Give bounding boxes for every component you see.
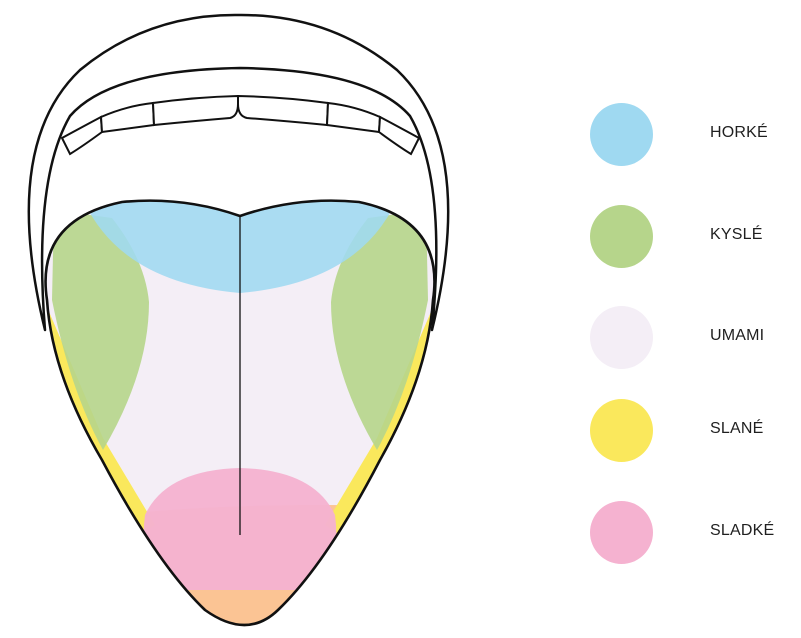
umami-label: UMAMI bbox=[710, 326, 764, 346]
sweet-label: SLADKÉ bbox=[710, 521, 774, 541]
bitter-swatch bbox=[590, 103, 653, 166]
bitter-label: HORKÉ bbox=[710, 123, 768, 143]
taste-legend: HORKÉ KYSLÉ UMAMI SLANÉ SLADKÉ bbox=[590, 103, 795, 573]
sour-label: KYSLÉ bbox=[710, 225, 763, 245]
legend-item-sour: KYSLÉ bbox=[590, 205, 795, 275]
teeth bbox=[62, 96, 419, 154]
salty-swatch bbox=[590, 399, 653, 462]
salty-label: SLANÉ bbox=[710, 419, 763, 439]
legend-item-sweet: SLADKÉ bbox=[590, 501, 795, 571]
legend-item-umami: UMAMI bbox=[590, 306, 795, 376]
umami-swatch bbox=[590, 306, 653, 369]
legend-item-bitter: HORKÉ bbox=[590, 103, 795, 173]
legend-item-salty: SLANÉ bbox=[590, 399, 795, 469]
sour-swatch bbox=[590, 205, 653, 268]
sweet-swatch bbox=[590, 501, 653, 564]
